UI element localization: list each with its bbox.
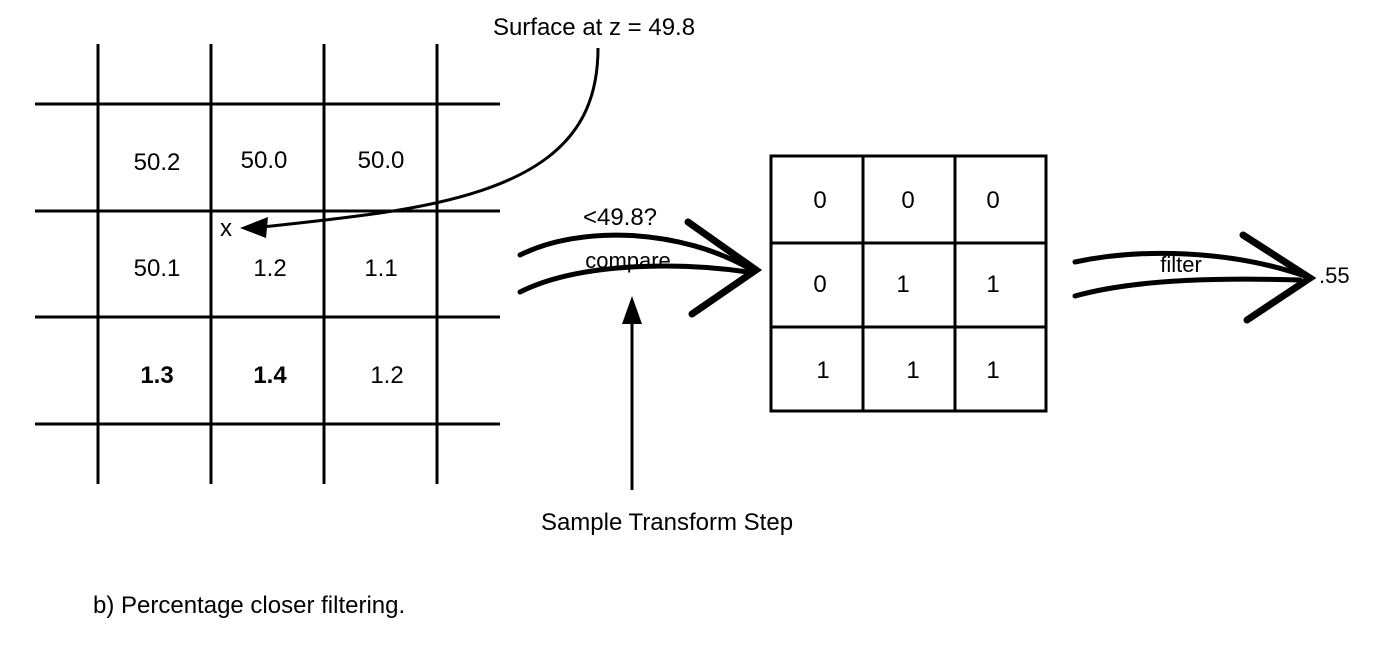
depth-grid-values: 50.2 50.0 50.0 50.1 1.2 1.1 1.3 1.4 1.2	[134, 147, 405, 389]
figure-caption: b) Percentage closer filtering.	[93, 592, 405, 619]
result-cell: 1	[906, 357, 919, 384]
result-cell: 1	[986, 357, 999, 384]
surface-pointer-arrow	[240, 47, 600, 238]
result-grid-border	[769, 154, 1048, 413]
compare-arrow	[517, 218, 763, 318]
step-label: Sample Transform Step	[541, 509, 793, 536]
result-cell: 1	[986, 271, 999, 298]
result-cell: 0	[813, 271, 826, 298]
depth-cell: 1.2	[370, 362, 403, 389]
depth-cell: 50.0	[358, 147, 405, 174]
depth-cell: 1.3	[140, 362, 173, 389]
result-cell: 0	[986, 187, 999, 214]
result-cell: 0	[901, 187, 914, 214]
depth-cell: 1.4	[253, 362, 287, 389]
depth-cell: 1.1	[364, 255, 397, 282]
depth-cell: 50.0	[241, 147, 288, 174]
sample-transform-pointer	[622, 296, 642, 490]
result-grid	[769, 154, 1048, 413]
depth-cell: 50.2	[134, 149, 181, 176]
result-grid-values: 0 0 0 0 1 1 1 1 1	[813, 187, 999, 384]
depth-grid	[35, 44, 500, 484]
surface-label: Surface at z = 49.8	[493, 14, 695, 41]
filter-label: filter	[1160, 252, 1202, 277]
depth-cell: 1.2	[253, 255, 286, 282]
result-cell: 0	[813, 187, 826, 214]
depth-cell: 50.1	[134, 255, 181, 282]
sample-point-marker: x	[220, 215, 232, 242]
compare-test-label: <49.8?	[583, 204, 657, 231]
filter-arrow	[1072, 231, 1317, 324]
result-cell: 1	[896, 271, 909, 298]
result-value: .55	[1319, 263, 1350, 288]
compare-label: compare	[585, 248, 671, 273]
result-cell: 1	[816, 357, 829, 384]
